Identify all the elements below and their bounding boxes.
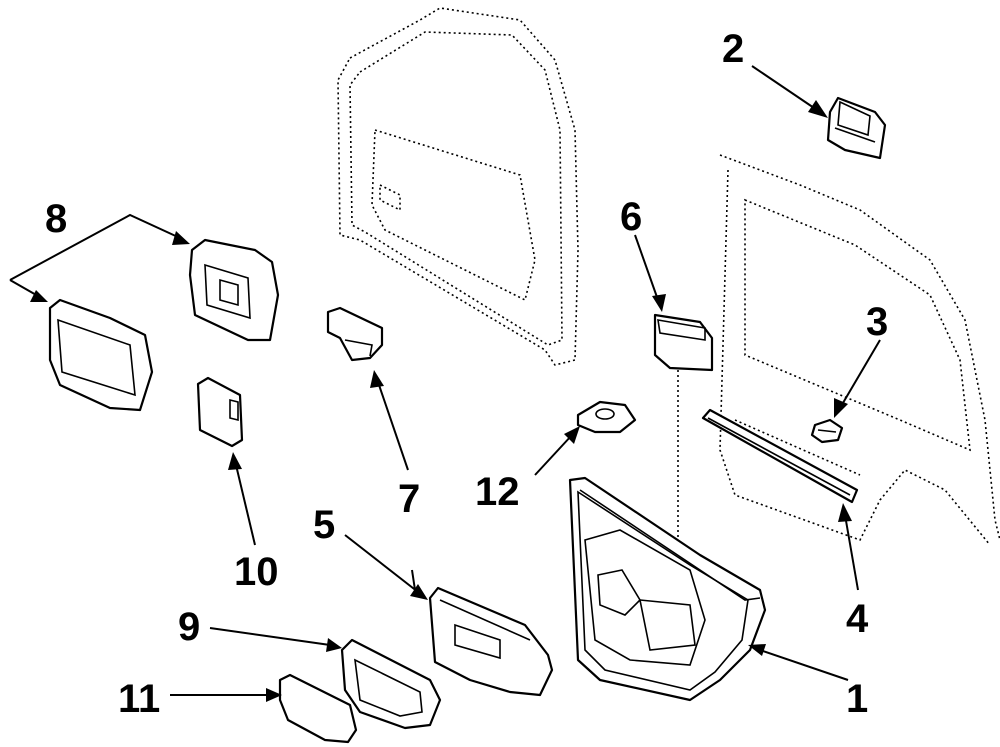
front-door-outline [337, 7, 579, 366]
callout-7: 7 [398, 477, 420, 521]
part-2-clip [826, 96, 887, 160]
part-5-front-lower-trim [428, 586, 554, 697]
part-4-molding-strip [701, 408, 859, 504]
callout-6: 6 [620, 195, 642, 239]
callout-8: 8 [45, 197, 67, 241]
callout-2: 2 [722, 27, 744, 71]
part-8-armrest-pad [48, 298, 154, 412]
leader-lines [9, 65, 881, 702]
callout-1: 1 [846, 677, 868, 721]
callout-11: 11 [118, 677, 160, 721]
part-1-rear-door-trim-panel [568, 476, 767, 702]
callout-12: 12 [475, 470, 520, 514]
part-10-cover [196, 376, 244, 448]
part-11-insert [278, 673, 358, 744]
callout-10: 10 [234, 550, 279, 594]
part-6-switch-bezel [653, 313, 714, 372]
part-7-bracket [326, 306, 384, 362]
callout-9: 9 [178, 605, 200, 649]
part-8-handle-housing [188, 238, 280, 342]
part-9-pull-cup [340, 638, 442, 730]
part-12-knob [576, 400, 637, 434]
callout-5: 5 [313, 503, 335, 547]
part-3-screw [810, 418, 844, 444]
callout-3: 3 [866, 300, 888, 344]
rear-door-outline [677, 154, 1000, 640]
callout-4: 4 [846, 597, 869, 641]
